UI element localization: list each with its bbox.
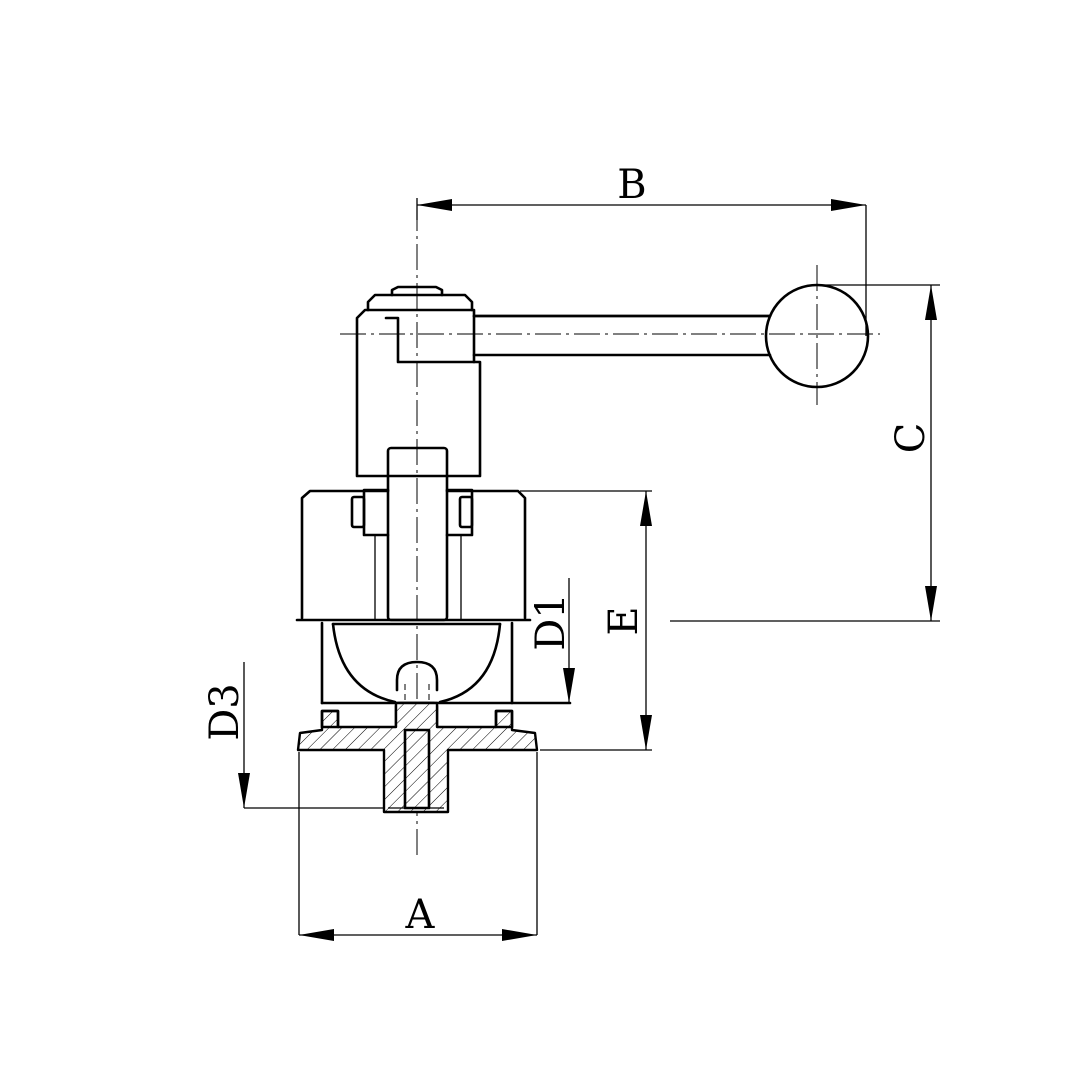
d3-arrow: [238, 773, 250, 808]
flange-inner-left: [320, 709, 340, 729]
dimension-d1: D1: [528, 578, 575, 703]
dimension-c-label: C: [888, 423, 934, 454]
flange-hatched: [296, 701, 539, 814]
dimension-e-label: E: [601, 606, 647, 635]
dimension-c: C: [888, 285, 937, 621]
housing-outline: [300, 489, 527, 620]
lower-body-outline: [320, 621, 514, 705]
a-arrow-left: [299, 929, 334, 941]
upper-housing: [295, 489, 532, 622]
nut-body: [362, 488, 474, 537]
c-arrow-bottom: [925, 586, 937, 621]
center-lines: [340, 205, 880, 860]
handle-body: [355, 308, 482, 478]
nut-right: [458, 495, 474, 529]
extension-lines: [244, 198, 940, 935]
b-arrow-left: [417, 199, 452, 211]
pin-head: [395, 660, 439, 692]
d1-arrow: [563, 668, 575, 703]
lever-knob: [764, 283, 870, 389]
dimension-a-label: A: [405, 892, 436, 938]
dimension-b: B: [417, 162, 866, 211]
flange-inner-right: [494, 709, 514, 729]
handle-top-nub: [390, 285, 444, 297]
e-arrow-top: [640, 491, 652, 526]
e-arrow-bottom: [640, 715, 652, 750]
dimension-b-label: B: [617, 162, 646, 208]
handle-top-cap: [366, 293, 474, 312]
nut-left: [350, 495, 366, 529]
dimension-a: A: [299, 892, 537, 941]
dimension-d3-label: D3: [202, 683, 248, 741]
dimension-d3: D3: [202, 662, 250, 808]
a-arrow-right: [502, 929, 537, 941]
dimension-e: E: [601, 491, 652, 750]
handle-body-step: [384, 316, 476, 364]
b-arrow-right: [831, 199, 866, 211]
stem-assembly: [350, 446, 474, 622]
c-arrow-top: [925, 285, 937, 320]
flange-section: [296, 701, 539, 814]
handle-assembly: [355, 283, 870, 478]
disc-dome: [331, 622, 502, 704]
pin-hidden: [404, 680, 430, 700]
dimension-d1-label: D1: [528, 593, 574, 651]
